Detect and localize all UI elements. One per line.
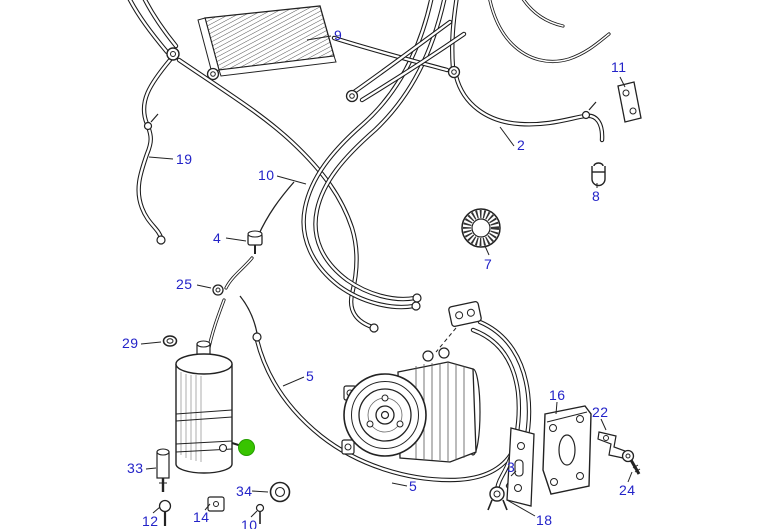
part-label-24[interactable]: 24 <box>619 482 636 498</box>
condenser-core <box>197 5 337 77</box>
part-label-5-upper[interactable]: 5 <box>306 368 315 384</box>
valve-33 <box>156 448 170 492</box>
part-label-8[interactable]: 8 <box>592 188 601 204</box>
part-label-16[interactable]: 16 <box>549 387 566 403</box>
part-label-10-upper[interactable]: 10 <box>258 167 275 183</box>
clip-8 <box>591 162 606 187</box>
bracket-14 <box>207 496 225 512</box>
bracket-11 <box>617 81 642 123</box>
part-label-4[interactable]: 4 <box>213 230 222 246</box>
grommet-34 <box>269 481 291 503</box>
selected-part-marker[interactable] <box>238 439 255 456</box>
part-label-22[interactable]: 22 <box>592 404 609 420</box>
part-label-14[interactable]: 14 <box>193 509 210 525</box>
bracket-16 <box>542 405 592 495</box>
leader-lines <box>140 35 633 518</box>
part-label-19[interactable]: 19 <box>176 151 193 167</box>
oring-29 <box>162 335 178 347</box>
manifold-fitting <box>435 301 482 353</box>
part-label-5-lower[interactable]: 5 <box>409 478 418 494</box>
part-label-10-lower[interactable]: 10 <box>241 517 258 529</box>
small-tubes <box>239 181 295 334</box>
part-label-2[interactable]: 2 <box>517 137 526 153</box>
part-label-3[interactable]: 3 <box>507 459 516 475</box>
grommet-7 <box>461 208 501 248</box>
fitting-18 <box>487 486 508 511</box>
fitting-25 <box>212 284 224 296</box>
part-label-12[interactable]: 12 <box>142 513 159 529</box>
fitting-4 <box>247 230 263 254</box>
fitting-10-bottom <box>255 503 265 524</box>
part-label-33[interactable]: 33 <box>127 460 144 476</box>
receiver-drier <box>175 340 246 474</box>
part-label-9[interactable]: 9 <box>334 27 343 43</box>
part-label-29[interactable]: 29 <box>122 335 139 351</box>
part-label-11[interactable]: 11 <box>611 59 627 75</box>
part-label-7[interactable]: 7 <box>484 256 493 272</box>
hose-fittings <box>143 47 597 342</box>
fitting-12 <box>158 499 172 526</box>
bracket-22 <box>597 431 626 459</box>
bracket-3 <box>506 427 535 507</box>
compressor <box>341 347 481 463</box>
part-label-18[interactable]: 18 <box>536 512 553 528</box>
bolt-24 <box>621 449 641 475</box>
part-label-25[interactable]: 25 <box>176 276 193 292</box>
part-label-34[interactable]: 34 <box>236 483 253 499</box>
